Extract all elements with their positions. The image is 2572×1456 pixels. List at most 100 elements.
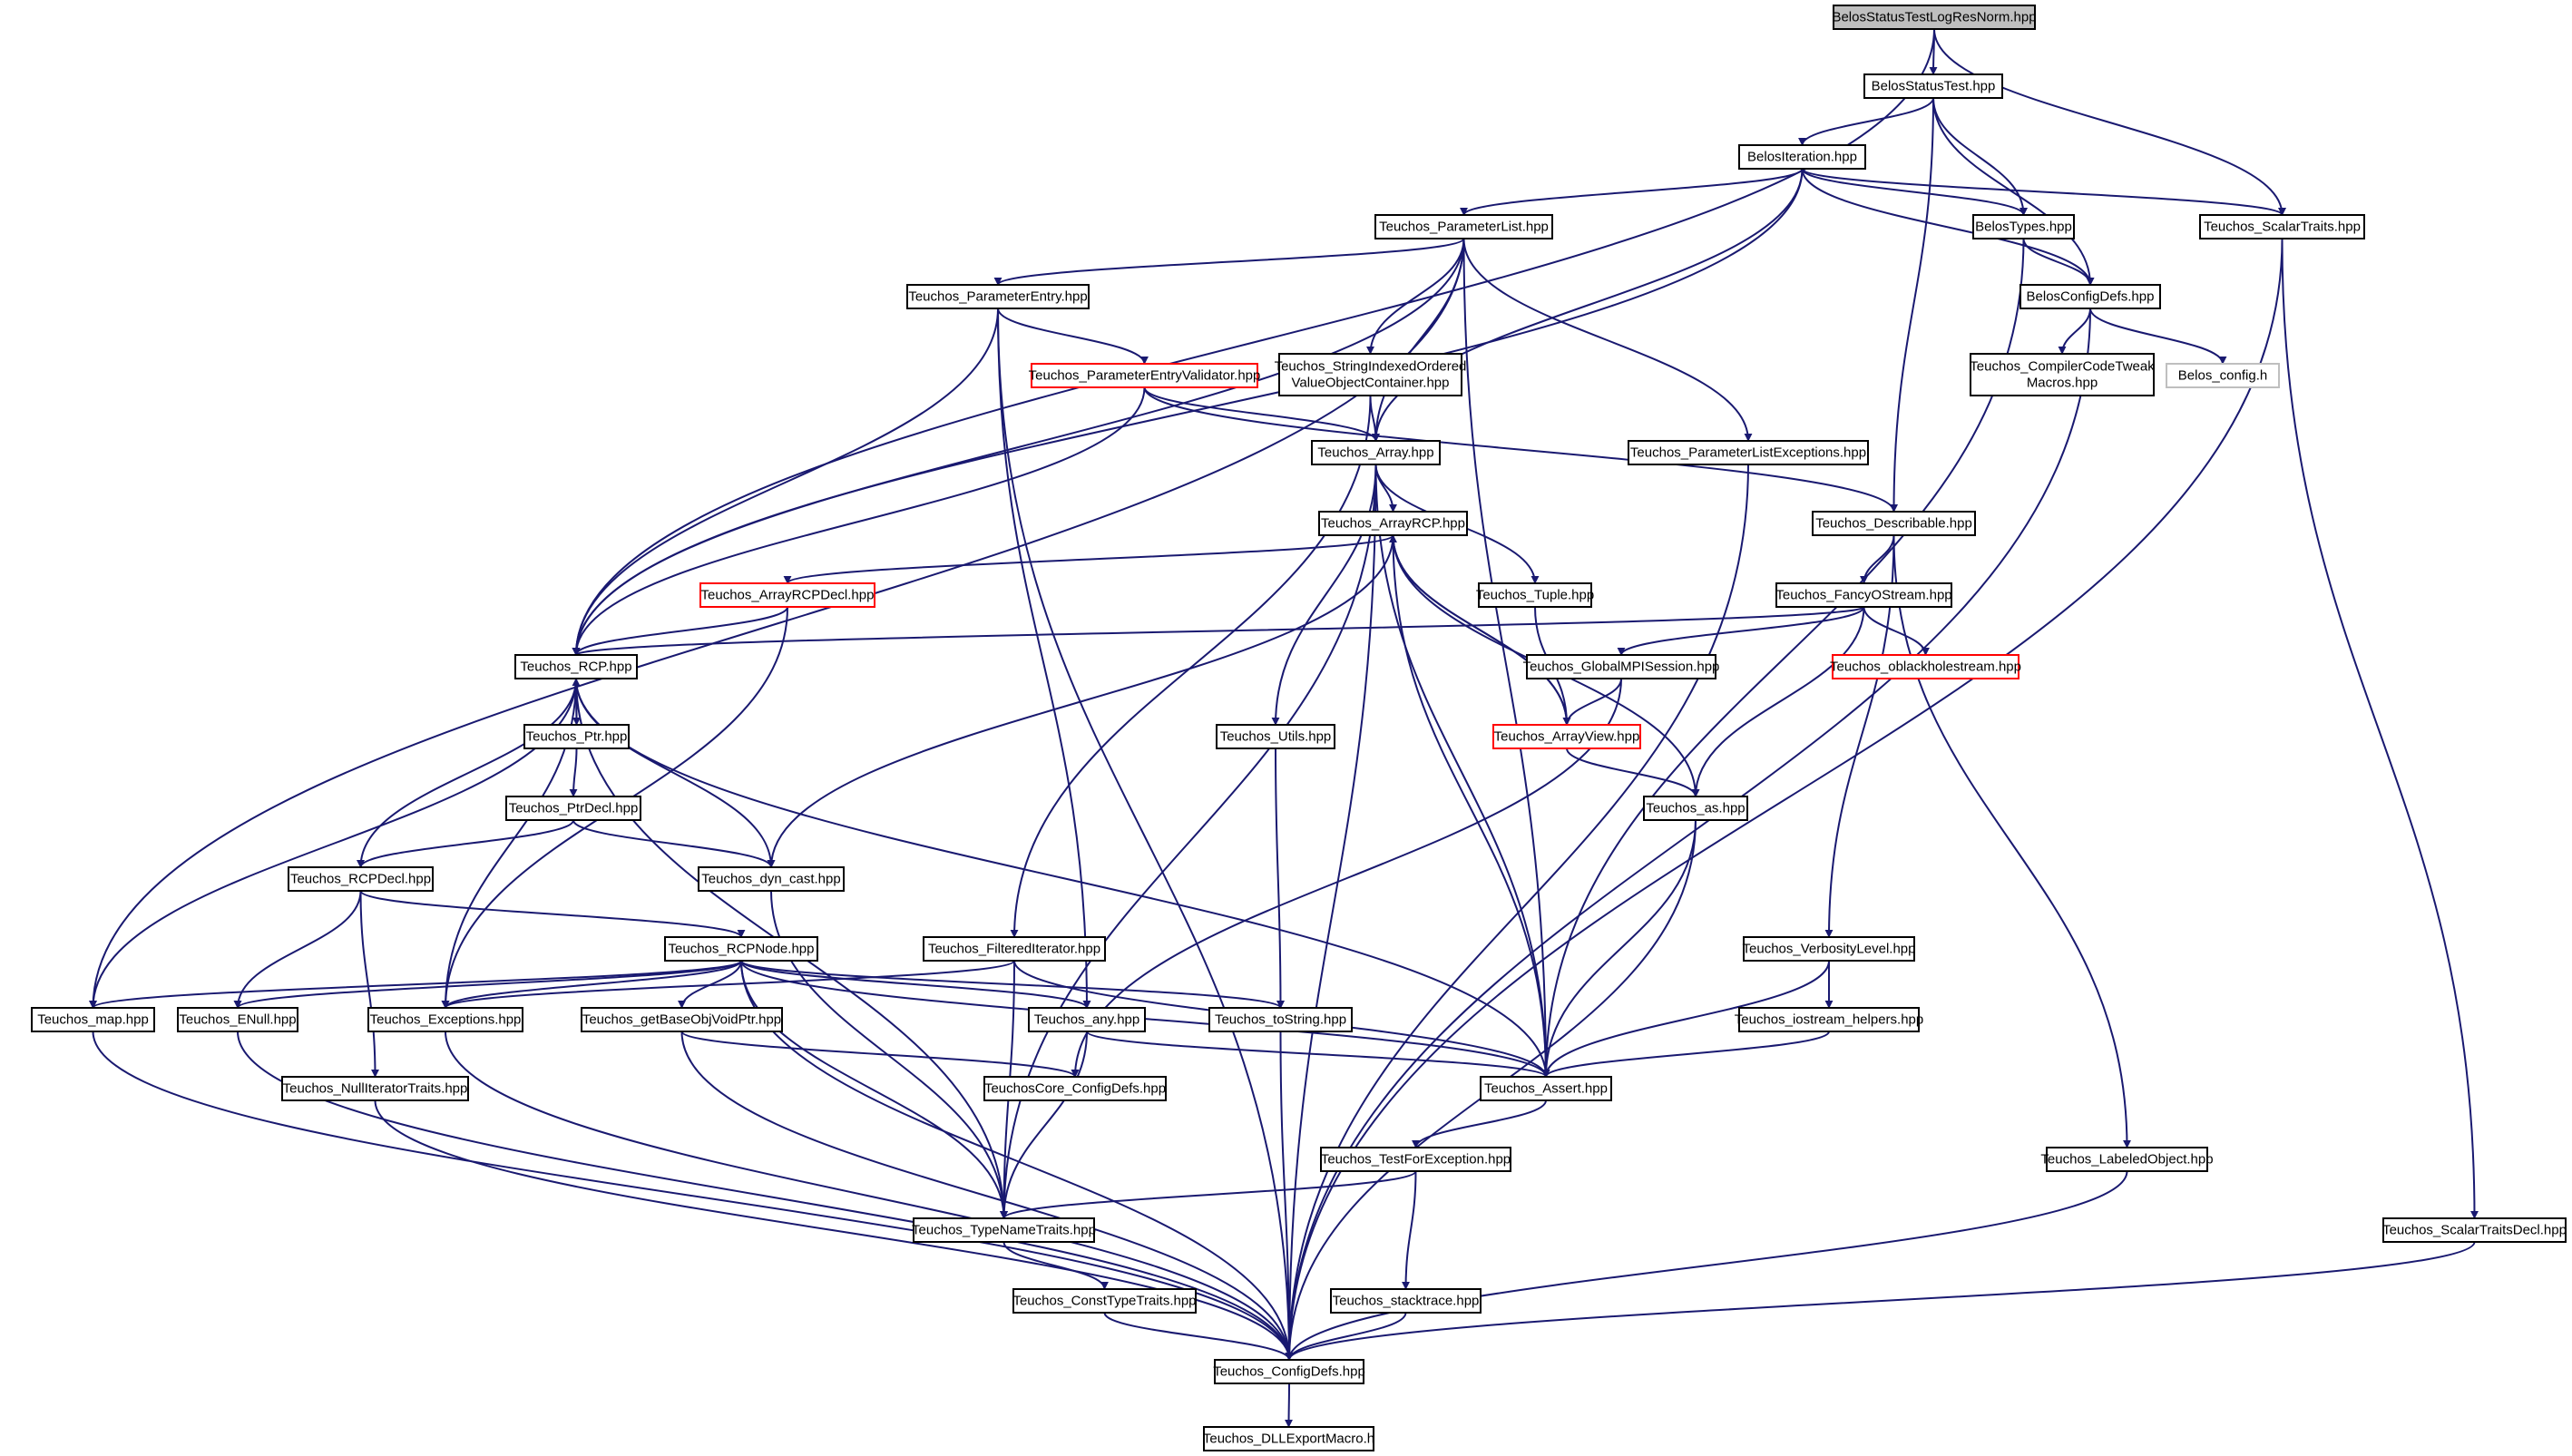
node-dllexport[interactable]: Teuchos_DLLExportMacro.h bbox=[1203, 1426, 1374, 1451]
node-tuple[interactable]: Teuchos_Tuple.hpp bbox=[1476, 582, 1594, 608]
node-belosconfigh[interactable]: Belos_config.h bbox=[2166, 363, 2280, 388]
node-label: Macros.hpp bbox=[2027, 376, 2098, 391]
edge-any-to-typename bbox=[1000, 1031, 1088, 1219]
node-pev[interactable]: Teuchos_ParameterEntryValidator.hpp bbox=[1029, 363, 1261, 388]
node-rcpdecl[interactable]: Teuchos_RCPDecl.hpp bbox=[288, 866, 434, 892]
node-ptr[interactable]: Teuchos_Ptr.hpp bbox=[523, 724, 630, 749]
node-testforexc[interactable]: Teuchos_TestForException.hpp bbox=[1320, 1147, 1511, 1172]
edge-arrayrcp-to-arrayrcpdecl bbox=[783, 534, 1394, 584]
node-iostreamhelpers[interactable]: Teuchos_iostream_helpers.hpp bbox=[1735, 1007, 1923, 1032]
node-rcpnode[interactable]: Teuchos_RCPNode.hpp bbox=[664, 936, 818, 962]
node-array[interactable]: Teuchos_Array.hpp bbox=[1311, 440, 1441, 465]
edge-iteration-to-paramlist bbox=[1460, 168, 1804, 216]
node-strindexed[interactable]: Teuchos_StringIndexedOrderedValueObjectC… bbox=[1275, 353, 1467, 396]
node-label: Teuchos_TypeNameTraits.hpp bbox=[912, 1223, 1096, 1238]
node-stacktrace[interactable]: Teuchos_stacktrace.hpp bbox=[1330, 1288, 1482, 1314]
node-label: Teuchos_ParameterList.hpp bbox=[1379, 220, 1549, 235]
edge-arrayrcp-to-assert bbox=[1392, 534, 1550, 1078]
node-box bbox=[906, 284, 1090, 309]
edge-fancyostream-to-gmpi bbox=[1617, 606, 1865, 656]
edge-belostypes-to-belosconfig bbox=[2022, 238, 2095, 286]
edge-scalartraits-to-scalartraitsdecl bbox=[2281, 238, 2479, 1219]
edge-pev-to-describable bbox=[1143, 386, 1898, 513]
node-map[interactable]: Teuchos_map.hpp bbox=[31, 1007, 155, 1032]
node-arrayview[interactable]: Teuchos_ArrayView.hpp bbox=[1492, 724, 1641, 749]
node-scalartraitsdecl[interactable]: Teuchos_ScalarTraitsDecl.hpp bbox=[2382, 1217, 2567, 1243]
node-getbase[interactable]: Teuchos_getBaseObjVoidPtr.hpp bbox=[581, 1007, 783, 1032]
node-box bbox=[1478, 582, 1592, 608]
node-as[interactable]: Teuchos_as.hpp bbox=[1643, 796, 1748, 821]
node-box bbox=[1480, 1076, 1612, 1101]
edge-arrayview-to-arrayrcp bbox=[1389, 534, 1568, 726]
node-fancyostream[interactable]: Teuchos_FancyOStream.hpp bbox=[1775, 582, 1952, 608]
node-utils[interactable]: Teuchos_Utils.hpp bbox=[1216, 724, 1335, 749]
edge-statustest-to-iteration bbox=[1798, 97, 1934, 146]
node-paramentry[interactable]: Teuchos_ParameterEntry.hpp bbox=[906, 284, 1090, 309]
node-verbosity[interactable]: Teuchos_VerbosityLevel.hpp bbox=[1743, 936, 1916, 962]
node-box bbox=[1863, 73, 2003, 99]
node-label: Teuchos_FancyOStream.hpp bbox=[1775, 588, 1951, 603]
node-tostring[interactable]: Teuchos_toString.hpp bbox=[1208, 1007, 1353, 1032]
node-arrayrcpdecl[interactable]: Teuchos_ArrayRCPDecl.hpp bbox=[699, 582, 875, 608]
node-typename[interactable]: Teuchos_TypeNameTraits.hpp bbox=[912, 1217, 1096, 1243]
node-enull[interactable]: Teuchos_ENull.hpp bbox=[177, 1007, 298, 1032]
node-dyncast[interactable]: Teuchos_dyn_cast.hpp bbox=[698, 866, 845, 892]
node-consttype[interactable]: Teuchos_ConstTypeTraits.hpp bbox=[1012, 1288, 1197, 1314]
node-box bbox=[699, 582, 875, 608]
node-statustest[interactable]: BelosStatusTest.hpp bbox=[1863, 73, 2003, 99]
node-label: Teuchos_FilteredIterator.hpp bbox=[928, 942, 1100, 957]
node-belosconfig[interactable]: BelosConfigDefs.hpp bbox=[2019, 284, 2161, 309]
edge-rcpnode-to-any bbox=[740, 960, 1091, 1009]
edge-rcp-to-rcpdecl bbox=[357, 678, 577, 868]
node-ptrdecl[interactable]: Teuchos_PtrDecl.hpp bbox=[505, 796, 641, 821]
node-label: Teuchos_ParameterListExceptions.hpp bbox=[1630, 445, 1866, 461]
node-coreconfig[interactable]: TeuchosCore_ConfigDefs.hpp bbox=[983, 1076, 1167, 1101]
edge-strindexed-to-filtered bbox=[1010, 395, 1372, 938]
node-box bbox=[1320, 1147, 1511, 1172]
node-label: Teuchos_RCP.hpp bbox=[520, 660, 631, 675]
edge-as-to-assert bbox=[1541, 819, 1697, 1078]
node-box bbox=[1526, 654, 1716, 679]
edge-nulliter-to-configdefs bbox=[374, 1099, 1294, 1361]
edge-verbosity-to-assert bbox=[1541, 960, 1830, 1078]
edge-rcpnode-to-map bbox=[89, 960, 742, 1009]
node-plexc[interactable]: Teuchos_ParameterListExceptions.hpp bbox=[1628, 440, 1869, 465]
node-filtered[interactable]: Teuchos_FilteredIterator.hpp bbox=[923, 936, 1106, 962]
node-label: Teuchos_toString.hpp bbox=[1215, 1012, 1346, 1028]
node-assert[interactable]: Teuchos_Assert.hpp bbox=[1480, 1076, 1612, 1101]
node-label: Teuchos_Tuple.hpp bbox=[1476, 588, 1594, 603]
node-box bbox=[523, 724, 630, 749]
node-box bbox=[1012, 1288, 1197, 1314]
node-nulliter[interactable]: Teuchos_NullIteratorTraits.hpp bbox=[281, 1076, 469, 1101]
node-label: Teuchos_iostream_helpers.hpp bbox=[1735, 1012, 1923, 1028]
node-oblackhole[interactable]: Teuchos_oblackholestream.hpp bbox=[1830, 654, 2021, 679]
edge-root-to-scalartraits bbox=[1933, 28, 2286, 216]
node-root[interactable]: BelosStatusTestLogResNorm.hpp bbox=[1832, 5, 2037, 30]
node-label: Teuchos_ConfigDefs.hpp bbox=[1213, 1364, 1365, 1380]
node-box bbox=[1203, 1426, 1374, 1451]
node-describable[interactable]: Teuchos_Describable.hpp bbox=[1812, 511, 1976, 536]
node-iteration[interactable]: BelosIteration.hpp bbox=[1738, 144, 1866, 170]
node-paramlist[interactable]: Teuchos_ParameterList.hpp bbox=[1374, 214, 1553, 239]
node-label: Teuchos_StringIndexedOrdered bbox=[1275, 359, 1467, 375]
node-any[interactable]: Teuchos_any.hpp bbox=[1028, 1007, 1146, 1032]
edge-scalartraitsdecl-to-configdefs bbox=[1285, 1241, 2476, 1361]
node-belostypes[interactable]: BelosTypes.hpp bbox=[1972, 214, 2075, 239]
node-box bbox=[2382, 1217, 2567, 1243]
node-box bbox=[1643, 796, 1748, 821]
edge-array-to-arrayrcp bbox=[1374, 464, 1397, 513]
node-label: Teuchos_ParameterEntry.hpp bbox=[908, 289, 1087, 305]
node-labeled[interactable]: Teuchos_LabeledObject.hpp bbox=[2040, 1147, 2214, 1172]
node-label: BelosStatusTest.hpp bbox=[1872, 79, 1996, 94]
node-configdefs[interactable]: Teuchos_ConfigDefs.hpp bbox=[1213, 1359, 1365, 1384]
node-box bbox=[1216, 724, 1335, 749]
node-box bbox=[2166, 363, 2280, 388]
node-exceptions[interactable]: Teuchos_Exceptions.hpp bbox=[367, 1007, 523, 1032]
edge-configdefs-to-dllexport bbox=[1285, 1383, 1294, 1428]
node-scalartraits[interactable]: Teuchos_ScalarTraits.hpp bbox=[2199, 214, 2365, 239]
node-gmpi[interactable]: Teuchos_GlobalMPISession.hpp bbox=[1523, 654, 1720, 679]
node-rcp[interactable]: Teuchos_RCP.hpp bbox=[514, 654, 638, 679]
node-label: Teuchos_RCPDecl.hpp bbox=[290, 872, 431, 887]
node-arrayrcp[interactable]: Teuchos_ArrayRCP.hpp bbox=[1318, 511, 1468, 536]
